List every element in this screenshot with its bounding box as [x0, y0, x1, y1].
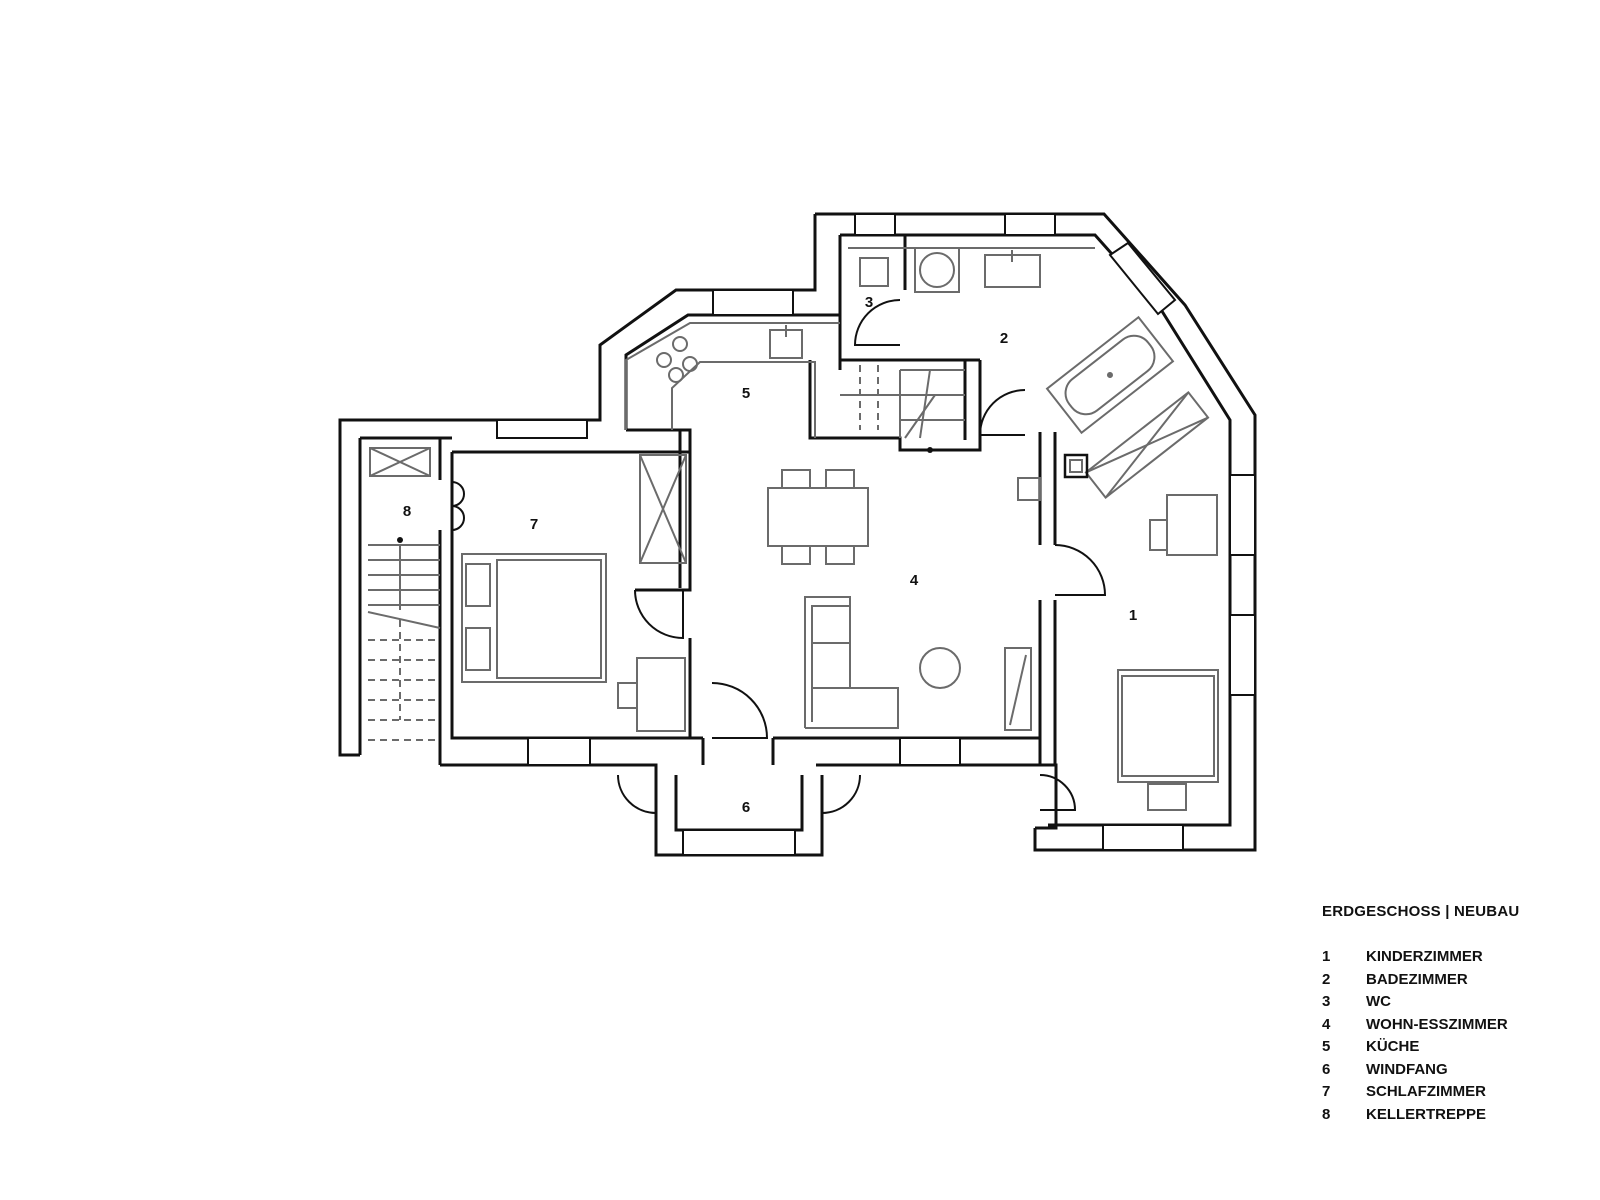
legend-item: 2 BADEZIMMER	[1322, 969, 1519, 992]
legend: ERDGESCHOSS | NEUBAU 1 KINDERZIMMER 2 BADE…	[1322, 903, 1519, 1126]
legend-title: ERDGESCHOSS | NEUBAU	[1322, 903, 1520, 920]
legend-item-number: 4	[1322, 1015, 1331, 1033]
legend-item: 1 KINDERZIMMER	[1322, 946, 1519, 969]
legend-item-number: 1	[1322, 948, 1331, 965]
room-label-8: 8	[403, 503, 411, 520]
legend-item-label: SCHLAFZIMMER	[1366, 1083, 1486, 1100]
room-label-7: 7	[530, 516, 538, 533]
legend-item-label: WINDFANG	[1366, 1060, 1448, 1078]
legend-item: 3 WC	[1322, 991, 1519, 1014]
legend-item: 7 SCHLAFZIMMER	[1322, 1081, 1519, 1104]
legend-item-label: KELLERTREPPE	[1366, 1105, 1487, 1123]
legend-item-label: WC	[1366, 993, 1391, 1010]
legend-item-number: 7	[1322, 1083, 1331, 1100]
legend-item-label: WOHN-ESSZIMMER	[1366, 1015, 1508, 1033]
interior-walls	[438, 235, 1057, 765]
legend-item-number: 5	[1322, 1038, 1331, 1055]
room-label-6: 6	[742, 799, 750, 816]
furniture	[461, 247, 1219, 811]
legend-item-number: 8	[1322, 1105, 1331, 1123]
legend-item-label: KINDERZIMMER	[1366, 948, 1483, 965]
legend-item-number: 6	[1322, 1060, 1331, 1078]
room-label-2: 2	[1000, 330, 1008, 347]
legend-item-label: KÜCHE	[1366, 1038, 1420, 1055]
room-labels: 1 2 3 4 5 6 7 8	[403, 294, 1137, 816]
legend-item: 4 WOHN-ESSZIMMER	[1322, 1014, 1519, 1037]
legend-item-number: 3	[1322, 993, 1331, 1010]
legend-item: 5 KÜCHE	[1322, 1036, 1519, 1059]
legend-item: 6 WINDFANG	[1322, 1059, 1519, 1082]
room-label-1: 1	[1129, 607, 1137, 624]
legend-item: 8 KELLERTREPPE	[1322, 1104, 1519, 1127]
stairs	[367, 365, 965, 741]
room-label-5: 5	[742, 385, 750, 402]
legend-item-label: BADEZIMMER	[1366, 970, 1468, 988]
windows	[496, 213, 1256, 856]
room-label-3: 3	[865, 294, 873, 311]
room-label-4: 4	[910, 572, 919, 589]
doors	[451, 299, 1107, 815]
legend-item-number: 2	[1322, 970, 1331, 988]
